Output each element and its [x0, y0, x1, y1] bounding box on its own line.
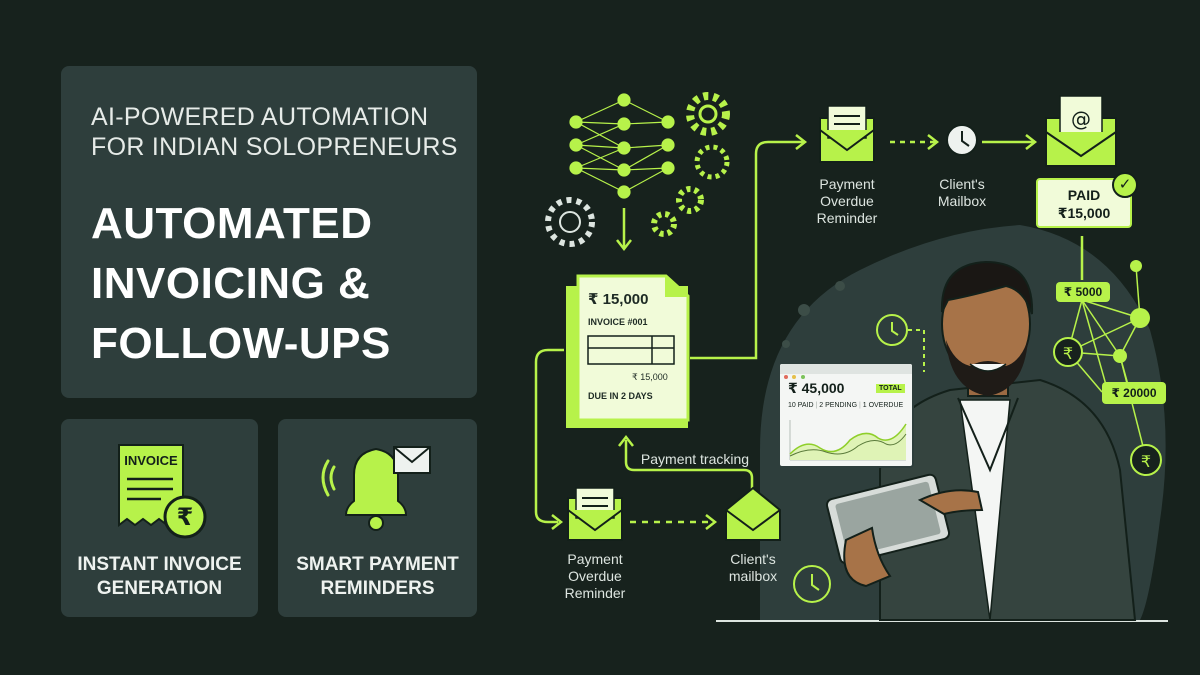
gear-icon	[686, 92, 730, 136]
pending-count: 2 PENDING	[819, 402, 858, 409]
total-badge: TOTAL	[876, 384, 905, 393]
rupee-symbol: ₹	[1141, 452, 1151, 471]
gear-icon	[545, 197, 595, 247]
reminder-label-bottom: Payment Overdue Reminder	[564, 551, 626, 601]
window-titlebar	[780, 364, 912, 379]
gear-icon	[694, 144, 730, 180]
check-icon: ✓	[1112, 172, 1138, 198]
envelope-icon	[567, 487, 623, 541]
person-illustration	[825, 260, 1137, 621]
envelope-icon	[819, 105, 875, 163]
card-label-invoice: INSTANT INVOICE GENERATION	[77, 554, 242, 599]
invoice-number: INVOICE #001	[588, 317, 648, 327]
invoice-line-amount: ₹ 15,000	[632, 372, 668, 382]
reminder-label-top: Payment Overdue Reminder	[816, 176, 878, 226]
payment-tracking-label: Payment tracking	[640, 451, 750, 467]
envelope-icon	[725, 486, 781, 541]
feature-card-reminder: SMART PAYMENT REMINDERS	[278, 419, 477, 617]
paid-amount: ₹15,000	[1057, 205, 1111, 221]
paid-label: PAID	[1067, 187, 1101, 203]
paid-count: 10 PAID	[788, 402, 814, 409]
rupee-symbol: ₹	[1063, 344, 1073, 363]
gear-icon	[651, 186, 704, 237]
mailbox-label-bottom: Client's mailbox	[728, 551, 778, 584]
dashboard-window: ₹ 45,000 TOTAL 10 PAID | 2 PENDING | 1 O…	[778, 362, 914, 468]
rupee-symbol: ₹	[177, 503, 194, 531]
email-envelope-icon: @	[1045, 95, 1117, 167]
arrow-down-icon	[616, 208, 632, 252]
email-symbol: @	[1071, 107, 1091, 131]
mailbox-label-top: Client's Mailbox	[937, 176, 987, 209]
hero-subtitle: AI-POWERED AUTOMATION FOR INDIAN SOLOPRE…	[91, 103, 458, 161]
dashboard-total: ₹ 45,000	[788, 380, 845, 396]
rupee-coin-icon	[1053, 337, 1162, 476]
neural-network-icon	[569, 93, 675, 199]
invoice-due: DUE IN 2 DAYS	[588, 391, 653, 401]
invoice-icon-text: INVOICE	[124, 453, 178, 468]
trend-chart	[789, 420, 907, 461]
overdue-count: 1 OVERDUE	[862, 402, 904, 409]
bell-envelope-icon	[321, 446, 431, 531]
clock-icon	[946, 124, 978, 156]
card-label-reminder: SMART PAYMENT REMINDERS	[296, 554, 459, 599]
clock-icon	[793, 314, 908, 603]
hero-panel: AI-POWERED AUTOMATION FOR INDIAN SOLOPRE…	[61, 66, 477, 398]
invoice-amount: ₹ 15,000	[588, 291, 649, 308]
amount-chip-20000: ₹ 20000	[1102, 382, 1166, 404]
hero-title: AUTOMATED INVOICING & FOLLOW-UPS	[91, 199, 391, 368]
feature-card-invoice: INVOICE ₹ INSTANT INVOICE GENERATION	[61, 419, 258, 617]
amount-chip-5000: ₹ 5000	[1056, 282, 1110, 302]
invoice-rupee-icon: INVOICE ₹	[118, 444, 207, 539]
